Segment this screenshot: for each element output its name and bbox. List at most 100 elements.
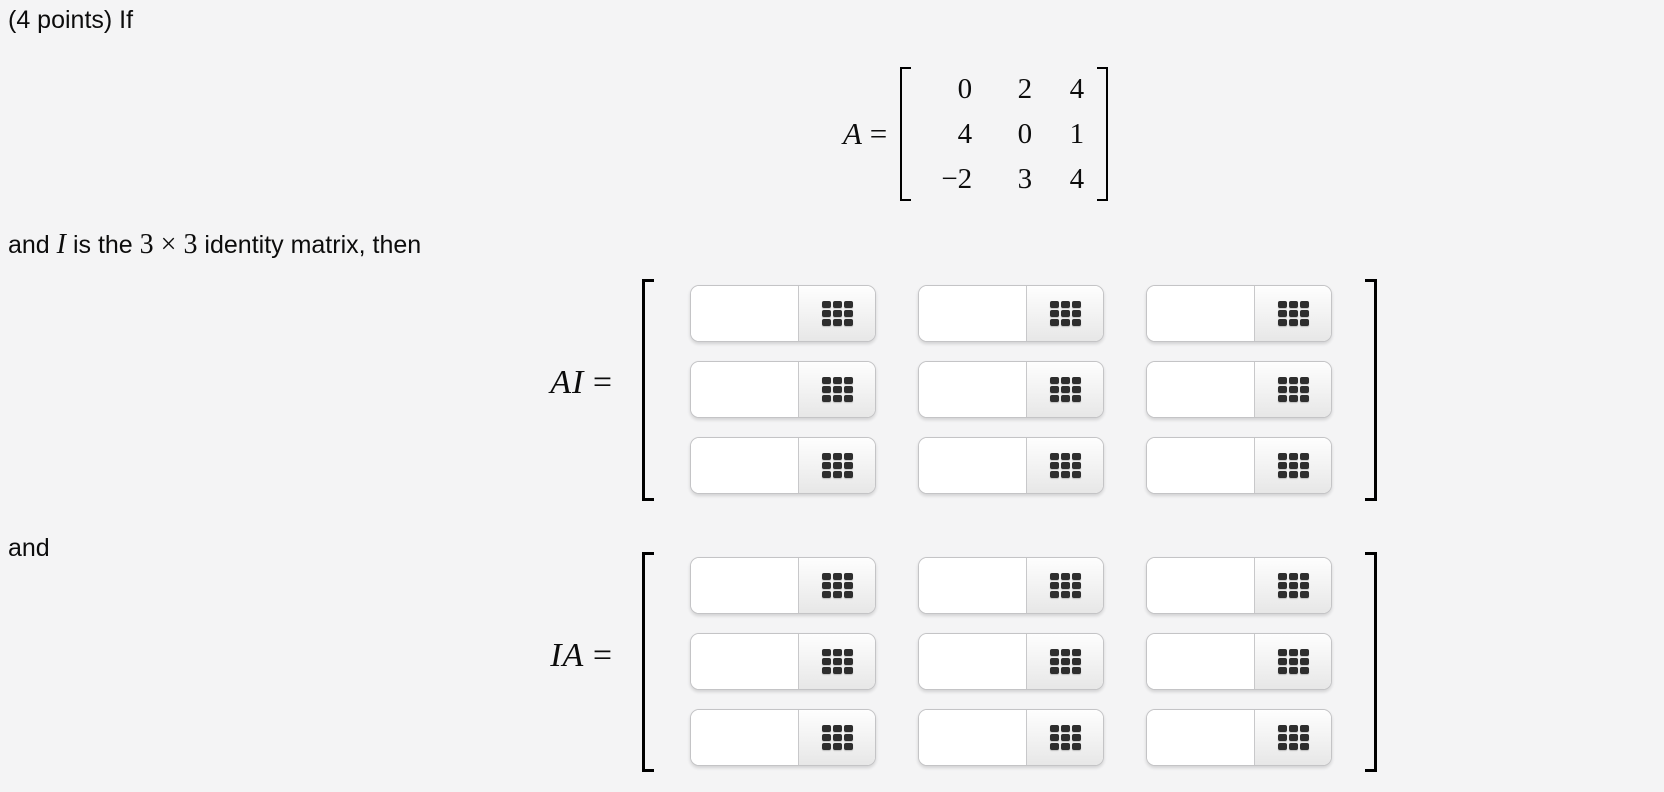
- matrix-a-values: 0 2 4 4 0 1 −2 3 4: [924, 67, 1084, 202]
- grid-3x3-icon: [1277, 649, 1309, 674]
- matrix-a-cell: 3: [1017, 162, 1033, 195]
- matrix-entry-input[interactable]: [919, 286, 1026, 341]
- ia-var: IA: [550, 637, 585, 674]
- ai-equation-label: AI =: [400, 364, 612, 402]
- matrix-a-equation: A = 0 2 4 4 0 1 −2 3 4: [843, 66, 1109, 202]
- ai-matrix-left-bracket: [642, 279, 654, 501]
- matrix-a-label: A =: [843, 116, 887, 152]
- and-connector: and: [8, 534, 50, 562]
- grid-3x3-icon: [1277, 377, 1309, 402]
- ai-var: AI: [550, 364, 585, 401]
- matrix-palette-button[interactable]: [1026, 438, 1103, 493]
- matrix-entry-input[interactable]: [691, 634, 798, 689]
- matrix-a-cell: −2: [941, 162, 973, 195]
- identity-text-3: identity matrix, then: [204, 231, 422, 259]
- matrix-entry: [690, 285, 876, 342]
- matrix-palette-button[interactable]: [1254, 634, 1331, 689]
- matrix-entry-input[interactable]: [919, 634, 1026, 689]
- matrix-entry-input[interactable]: [691, 286, 798, 341]
- matrix-palette-button[interactable]: [1254, 362, 1331, 417]
- matrix-a-cell: 4: [1069, 162, 1085, 195]
- matrix-palette-button[interactable]: [1254, 710, 1331, 765]
- matrix-palette-button[interactable]: [1254, 558, 1331, 613]
- matrix-entry: [918, 709, 1104, 766]
- matrix-palette-button[interactable]: [1026, 634, 1103, 689]
- matrix-entry-input[interactable]: [919, 710, 1026, 765]
- matrix-entry: [1146, 633, 1332, 690]
- matrix-entry-input[interactable]: [691, 438, 798, 493]
- matrix-palette-button[interactable]: [1254, 286, 1331, 341]
- matrix-entry-input[interactable]: [919, 362, 1026, 417]
- ia-matrix-left-bracket: [642, 552, 654, 772]
- matrix-a-cell: 1: [1069, 117, 1085, 150]
- matrix-a-cell: 0: [1017, 117, 1033, 150]
- equals-sign: =: [592, 364, 612, 401]
- matrix-entry-input[interactable]: [1147, 286, 1254, 341]
- matrix-entry: [918, 557, 1104, 614]
- identity-var: I: [56, 229, 66, 260]
- grid-3x3-icon: [821, 725, 853, 750]
- ia-answer-matrix: [690, 557, 1332, 766]
- matrix-a-cell: 4: [1069, 72, 1085, 105]
- matrix-entry-input[interactable]: [1147, 362, 1254, 417]
- matrix-entry: [690, 361, 876, 418]
- matrix-a-right-bracket: [1097, 67, 1109, 201]
- grid-3x3-icon: [1049, 573, 1081, 598]
- matrix-palette-button[interactable]: [798, 362, 875, 417]
- matrix-entry: [690, 557, 876, 614]
- matrix-entry-input[interactable]: [1147, 558, 1254, 613]
- ai-answer-matrix: [690, 285, 1332, 494]
- grid-3x3-icon: [821, 377, 853, 402]
- grid-3x3-icon: [1277, 725, 1309, 750]
- grid-3x3-icon: [1049, 725, 1081, 750]
- matrix-entry: [918, 437, 1104, 494]
- matrix-entry-input[interactable]: [1147, 710, 1254, 765]
- matrix-entry: [1146, 709, 1332, 766]
- matrix-a-cell: 0: [957, 72, 973, 105]
- equals-sign: =: [592, 637, 612, 674]
- matrix-entry: [690, 633, 876, 690]
- matrix-entry: [690, 709, 876, 766]
- matrix-palette-button[interactable]: [798, 558, 875, 613]
- matrix-a-cell: 4: [957, 117, 973, 150]
- matrix-entry: [1146, 285, 1332, 342]
- matrix-entry: [1146, 361, 1332, 418]
- matrix-a-var: A: [843, 116, 862, 151]
- grid-3x3-icon: [821, 649, 853, 674]
- matrix-entry-input[interactable]: [691, 558, 798, 613]
- grid-3x3-icon: [1049, 453, 1081, 478]
- matrix-palette-button[interactable]: [798, 438, 875, 493]
- grid-3x3-icon: [1049, 649, 1081, 674]
- grid-3x3-icon: [821, 301, 853, 326]
- matrix-palette-button[interactable]: [798, 286, 875, 341]
- equals-sign: =: [869, 116, 888, 151]
- grid-3x3-icon: [1049, 301, 1081, 326]
- matrix-palette-button[interactable]: [798, 710, 875, 765]
- grid-3x3-icon: [1049, 377, 1081, 402]
- matrix-entry-input[interactable]: [691, 362, 798, 417]
- matrix-entry-input[interactable]: [919, 558, 1026, 613]
- matrix-palette-button[interactable]: [1026, 362, 1103, 417]
- matrix-palette-button[interactable]: [798, 634, 875, 689]
- matrix-palette-button[interactable]: [1254, 438, 1331, 493]
- grid-3x3-icon: [1277, 573, 1309, 598]
- ai-matrix-right-bracket: [1365, 279, 1377, 501]
- identity-text-1: and: [8, 231, 50, 259]
- matrix-entry: [690, 437, 876, 494]
- matrix-palette-button[interactable]: [1026, 286, 1103, 341]
- grid-3x3-icon: [1277, 453, 1309, 478]
- matrix-entry-input[interactable]: [691, 710, 798, 765]
- matrix-entry-input[interactable]: [919, 438, 1026, 493]
- matrix-palette-button[interactable]: [1026, 558, 1103, 613]
- identity-dimensions: 3 × 3: [139, 229, 198, 260]
- matrix-palette-button[interactable]: [1026, 710, 1103, 765]
- grid-3x3-icon: [821, 573, 853, 598]
- ia-matrix-right-bracket: [1365, 552, 1377, 772]
- matrix-entry: [918, 633, 1104, 690]
- matrix-a-left-bracket: [900, 67, 912, 201]
- matrix-entry-input[interactable]: [1147, 438, 1254, 493]
- matrix-a-cell: 2: [1017, 72, 1033, 105]
- grid-3x3-icon: [1277, 301, 1309, 326]
- matrix-entry: [918, 361, 1104, 418]
- matrix-entry-input[interactable]: [1147, 634, 1254, 689]
